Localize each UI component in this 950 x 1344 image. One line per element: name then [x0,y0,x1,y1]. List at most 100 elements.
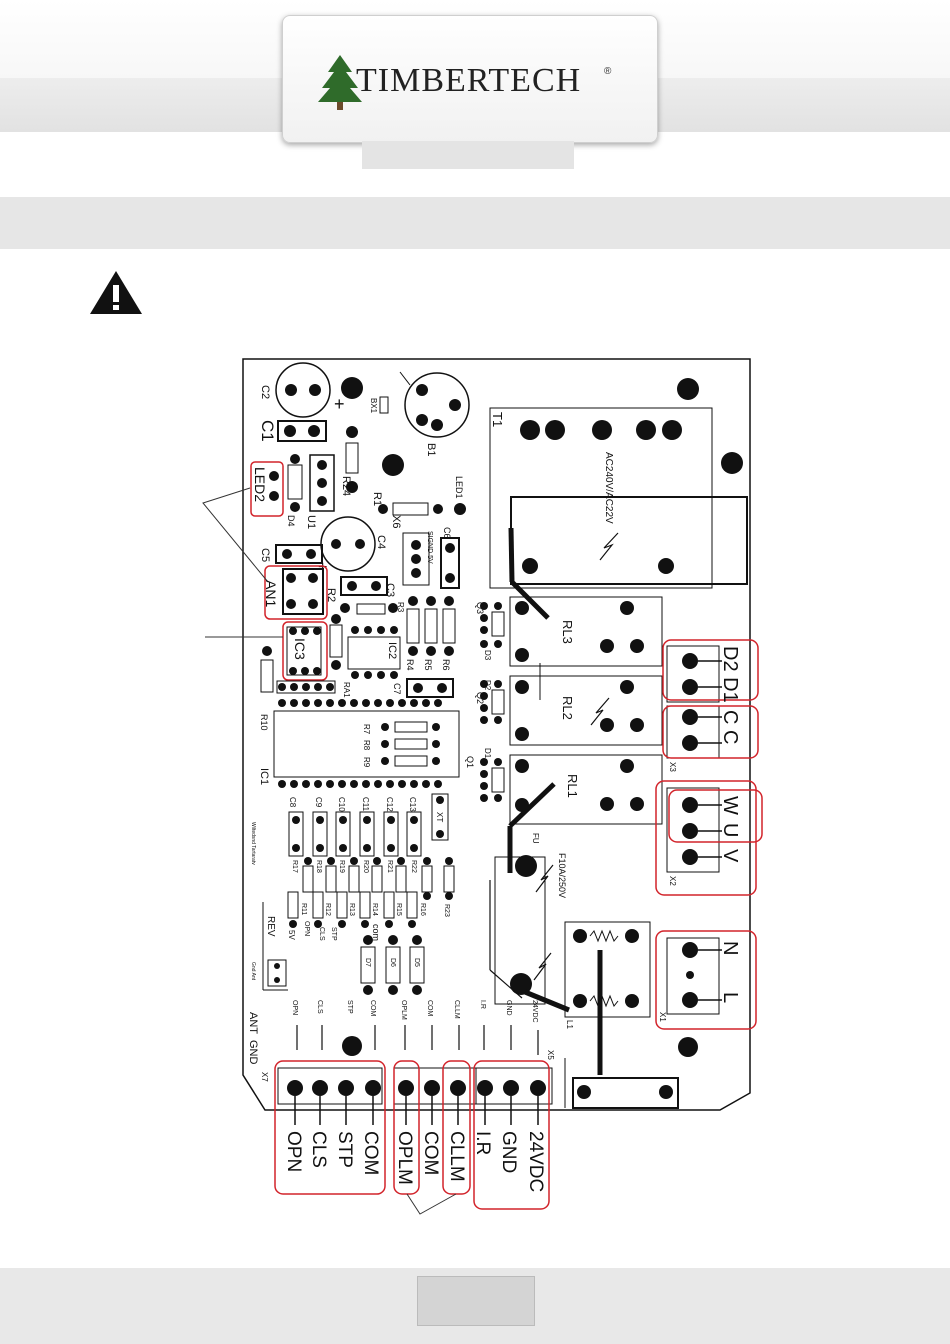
label-c4: C4 [375,535,387,549]
label-c12: C12 [385,797,394,812]
label-d3: D3 [483,650,492,661]
warning-icon [90,271,142,314]
label-r9: R9 [362,757,371,768]
label-c10: C10 [337,797,346,812]
label-u: U [719,823,741,837]
label-r13: R13 [348,903,355,916]
label-t1: T1 [490,412,505,427]
label-c7: C7 [392,683,402,695]
label-r12: R12 [324,903,331,916]
label-c5: C5 [259,548,271,562]
label-x2: X2 [668,876,677,886]
label-w: W [719,796,741,815]
label-cls-small: CLS [318,927,325,941]
label-d5: D5 [413,958,420,967]
terminal-label-8: I.R [472,1131,493,1155]
label-5v: 5V [287,930,296,940]
page-number-tab [417,1276,535,1326]
label-x1: X1 [658,1012,667,1022]
label-r15: R15 [395,903,402,916]
capacitor-c2: + [275,362,345,418]
terminal-label-1: OPN [283,1131,304,1172]
label-gnd-ant-small: Gnd Ant [250,962,256,981]
label-c8: C8 [288,797,297,808]
label-r5: R5 [423,659,433,671]
silk-label-8: I.R [479,1000,486,1009]
registered-mark: ® [604,66,612,77]
label-r17: R17 [291,860,298,873]
label-r11: R11 [300,903,307,915]
label-b1: B1 [425,443,437,456]
svg-text:+: + [334,394,345,414]
label-r23: R23 [443,904,450,917]
label-opn-small: OPN [303,921,310,936]
silk-label-2: CLS [316,1000,323,1014]
label-r8: R8 [362,740,371,751]
label-c2: C2 [259,385,271,399]
label-stp-small: STP [330,927,337,941]
label-x7: X7 [260,1072,269,1082]
label-c1: C1 [258,420,277,442]
label-xt: XT [435,812,444,822]
label-d1: D1 [483,748,492,759]
terminal-label-6: COM [420,1131,441,1175]
label-r2: R2 [325,588,337,602]
label-r4: R4 [405,659,415,671]
silk-label-3: STP [346,1000,353,1014]
label-ic1: IC1 [258,768,270,785]
label-r14: R14 [371,903,378,916]
label-r3: R3 [396,602,405,613]
silk-label-10: 24VDC [531,1000,538,1023]
label-d7: D7 [364,958,371,967]
label-an1: AN1 [263,580,279,607]
label-d4: D4 [286,515,296,527]
pcb-outline [242,358,751,1111]
label-bx1: BX1 [369,398,378,414]
label-rl3: RL3 [560,620,575,644]
label-c3: C3 [384,583,396,597]
label-c-c: C C [719,710,741,744]
label-fuse-rating: F10A/250V [557,853,567,898]
silk-label-4: COM [369,1000,376,1017]
label-d2-d1: D2 D1 [719,646,741,703]
svg-text:+: + [318,559,327,576]
label-com-small: com [371,924,381,941]
label-d6: D6 [389,958,396,967]
label-rev: REV [265,916,276,937]
label-q2: Q2 [475,692,485,704]
label-rl1: RL1 [565,774,580,798]
label-r10: R10 [259,714,269,731]
label-ant: ANT [247,1012,259,1034]
header-tab [362,141,574,169]
label-r24: R24 [340,476,352,496]
terminal-label-3: STP [334,1131,355,1168]
label-x3: X3 [668,762,677,772]
terminal-label-4: COM [360,1131,381,1175]
label-r1: R1 [371,492,383,506]
label-r21: R21 [386,860,393,873]
label-x6-pins: SIGND 5V [426,531,433,564]
label-ra1: RA1 [342,682,351,698]
label-rl2: RL2 [560,696,575,720]
buzzer-b1 [379,371,470,438]
label-r22: R22 [410,860,417,873]
terminal-label-9: GND [498,1131,519,1173]
label-x5: X5 [546,1050,555,1060]
label-c11: C11 [361,797,370,812]
label-r6: R6 [441,659,451,671]
terminal-label-10: 24VDC [525,1131,546,1192]
label-v: V [719,849,741,863]
label-transformer-rating: AC240V/AC22V [603,452,614,524]
label-r7: R7 [362,724,371,735]
label-l1: L1 [565,1020,574,1029]
terminal-label-7: CLLM [446,1131,467,1182]
label-q1: Q1 [465,756,475,768]
silk-label-9: GND [505,1000,512,1016]
label-u1: U1 [305,515,317,529]
label-led2: LED2 [252,467,268,502]
label-r20: R20 [362,860,369,873]
label-led1: LED1 [454,476,464,499]
label-c6: C6 [442,527,452,539]
label-c13: C13 [408,797,417,812]
